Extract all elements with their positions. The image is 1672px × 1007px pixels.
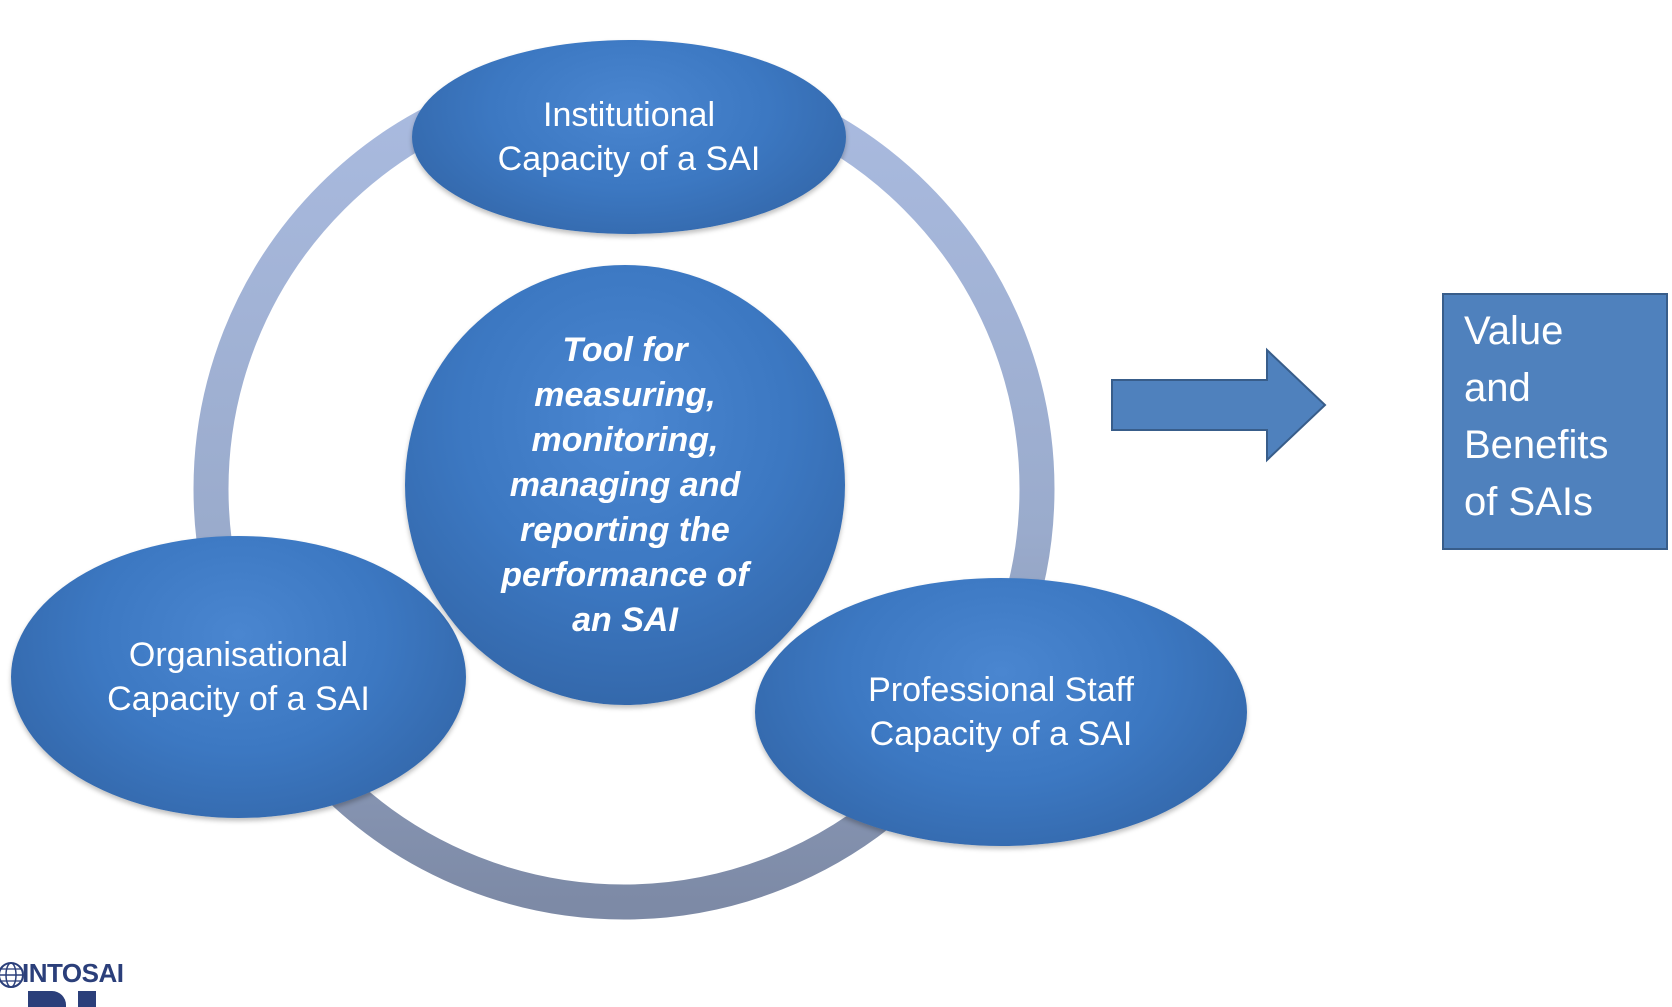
center-line-4: managing and xyxy=(509,465,741,504)
value-line-3: Benefits xyxy=(1464,423,1609,467)
organisational-line-1: Organisational xyxy=(128,636,349,674)
professional-staff-capacity-node: Professional Staff Capacity of a SAI xyxy=(755,578,1247,846)
logo-initials-fragment xyxy=(10,991,110,1007)
institutional-line-2: Capacity of a SAI xyxy=(497,140,761,178)
center-line-5: reporting the xyxy=(520,510,730,549)
center-line-1: Tool for xyxy=(562,330,688,369)
organisational-line-2: Capacity of a SAI xyxy=(107,680,370,718)
value-line-2: and xyxy=(1464,366,1531,410)
measurement-tool-node: Tool for measuring, monitoring, managing… xyxy=(405,265,845,705)
professional-line-2: Capacity of a SAI xyxy=(869,715,1133,753)
intosai-logo: INTOSAI xyxy=(0,958,160,1007)
center-line-3: monitoring, xyxy=(531,420,719,459)
center-line-7: an SAI xyxy=(572,600,678,639)
center-line-6: performance of xyxy=(501,555,749,594)
globe-icon xyxy=(0,962,24,988)
logo-text: INTOSAI xyxy=(22,958,124,988)
organisational-capacity-node: Organisational Capacity of a SAI xyxy=(11,536,466,818)
right-arrow xyxy=(1111,347,1327,463)
value-line-1: Value xyxy=(1464,309,1564,353)
institutional-capacity-node: Institutional Capacity of a SAI xyxy=(412,40,846,234)
professional-line-1: Professional Staff xyxy=(868,671,1134,709)
value-benefits-box: Value and Benefits of SAIs xyxy=(1442,293,1668,550)
center-line-2: measuring, xyxy=(534,375,716,414)
institutional-line-1: Institutional xyxy=(543,96,715,134)
value-line-4: of SAIs xyxy=(1464,480,1593,524)
